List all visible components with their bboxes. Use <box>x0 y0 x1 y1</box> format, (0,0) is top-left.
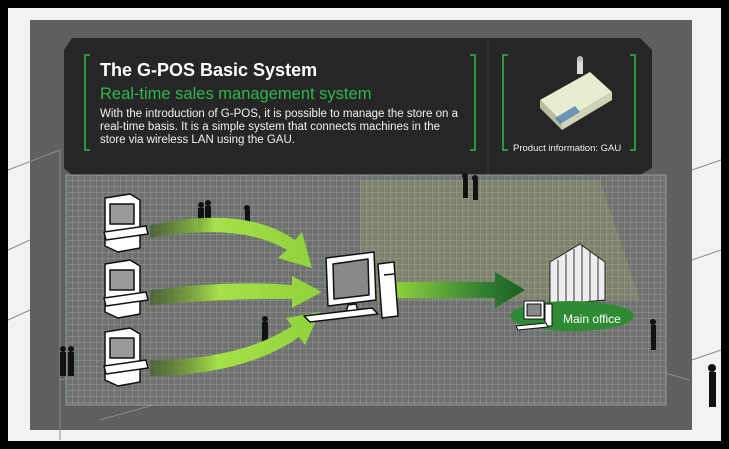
arcade-machine-3 <box>103 327 149 387</box>
office-building <box>549 243 606 306</box>
main-office-label: Main office <box>563 312 621 326</box>
header-panel <box>64 38 652 175</box>
store-pc <box>303 251 399 323</box>
page-subtitle: Real-time sales management system <box>100 85 372 103</box>
arrow-pc-to-office <box>395 272 525 308</box>
arrow-machine-3-to-pc <box>150 312 320 376</box>
description-text: With the introduction of G-POS, it is po… <box>100 108 458 146</box>
office-pc-icon <box>515 300 553 331</box>
product-caption[interactable]: Product information: GAU <box>513 143 622 154</box>
arcade-machine-2 <box>103 259 149 319</box>
page-title: The G-POS Basic System <box>100 60 318 80</box>
arrow-machine-2-to-pc <box>150 276 322 308</box>
arcade-machine-1 <box>103 193 149 253</box>
bracket-decoration <box>84 54 636 151</box>
gau-device-image <box>540 56 612 130</box>
arrow-machine-1-to-pc <box>150 217 312 268</box>
